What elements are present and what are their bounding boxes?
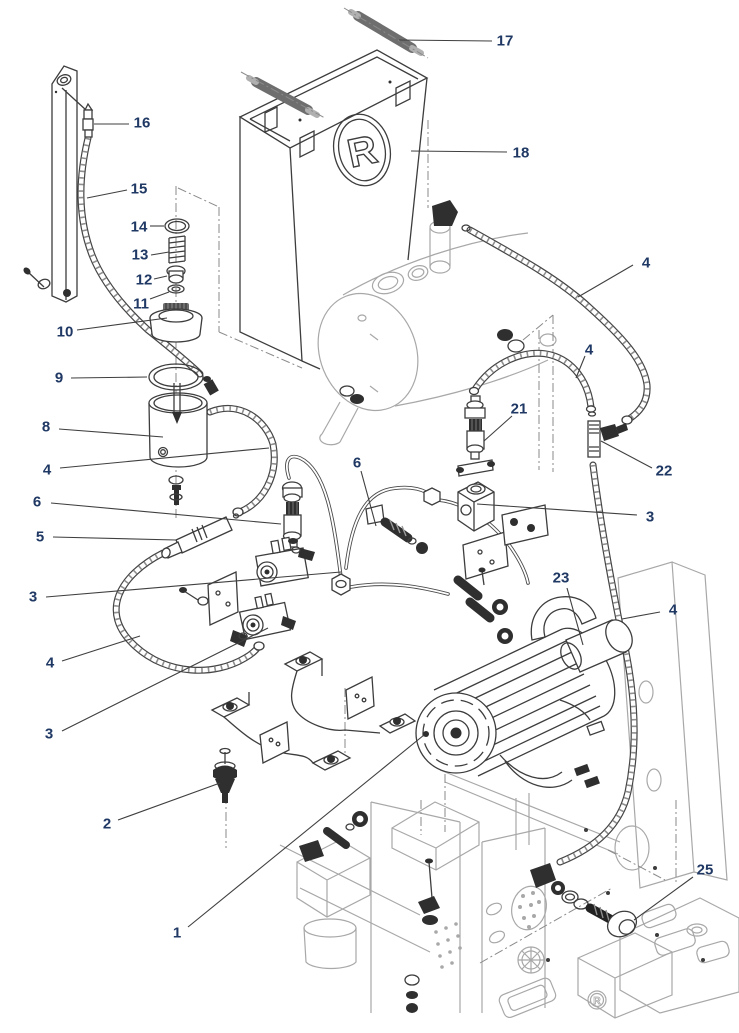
- leader-line-1: [187, 734, 425, 928]
- tank-logo-letter: R: [344, 127, 382, 176]
- callout-3: 3: [645, 508, 655, 526]
- leader-line-15: [86, 189, 128, 199]
- frame-logo-letter: R: [593, 996, 601, 1007]
- leader-line-12: [153, 275, 168, 280]
- leader-line-17: [398, 39, 493, 42]
- leader-line-9: [70, 376, 148, 379]
- callout-23: 23: [552, 569, 570, 587]
- valve-brackets: [179, 504, 549, 626]
- callout-1: 1: [172, 924, 182, 942]
- leader-line-13: [150, 251, 170, 256]
- leader-lines: [45, 39, 694, 928]
- callout-17: 17: [496, 32, 514, 50]
- leader-line-23: [566, 587, 584, 646]
- callout-4: 4: [641, 254, 651, 272]
- tank-rod-17a: [246, 75, 320, 118]
- part-3-solenoid-valve-3: [457, 481, 495, 532]
- pump-motor-assembly: [210, 596, 633, 803]
- machine-frame: R: [279, 561, 739, 1019]
- callout-4: 4: [45, 654, 55, 672]
- callout-4: 4: [42, 461, 52, 479]
- leader-line-21: [483, 415, 513, 442]
- part-3-solenoid-valve-2: [230, 592, 296, 647]
- callout-21: 21: [510, 400, 528, 418]
- callout-9: 9: [54, 369, 64, 387]
- part-8-cup: [148, 383, 208, 468]
- callout-4: 4: [668, 601, 678, 619]
- callout-22: 22: [655, 462, 673, 480]
- part-13-spring: [168, 235, 186, 264]
- part-14-oring: [164, 218, 190, 234]
- callout-6: 6: [32, 493, 42, 511]
- side-bar-bracket: [23, 65, 87, 303]
- cup-screw: [168, 475, 184, 505]
- leader-line-4: [621, 611, 661, 620]
- part-1-motor: [415, 596, 633, 789]
- callout-15: 15: [130, 180, 148, 198]
- leader-line-22: [600, 440, 653, 469]
- callout-8: 8: [41, 418, 51, 436]
- leader-line-4: [59, 447, 270, 469]
- callout-3: 3: [28, 588, 38, 606]
- leader-line-4: [61, 635, 141, 662]
- leader-line-3: [61, 627, 269, 732]
- callout-25: 25: [696, 861, 714, 879]
- leader-line-3: [45, 571, 342, 598]
- part-10-cap: [149, 303, 203, 343]
- callout-6: 6: [352, 454, 362, 472]
- callout-14: 14: [130, 218, 148, 236]
- leader-line-25: [633, 876, 694, 921]
- hoses: [81, 138, 647, 862]
- part-6-expansion-valve-left: [281, 481, 303, 548]
- callout-18: 18: [512, 144, 530, 162]
- leader-line-5: [52, 536, 177, 541]
- part-12-nut: [166, 265, 186, 284]
- leader-line-3: [476, 503, 638, 516]
- part-21-expansion-valve: [464, 395, 486, 460]
- callout-4: 4: [584, 341, 594, 359]
- leader-line-18: [410, 150, 508, 153]
- manifold-fittings: [288, 459, 513, 862]
- leader-line-6: [360, 470, 377, 527]
- leader-line-10: [76, 317, 168, 331]
- part-5-valve: [161, 516, 233, 559]
- callout-5: 5: [35, 528, 45, 546]
- callout-10: 10: [56, 323, 74, 341]
- part-16-fitting: [82, 102, 94, 138]
- callout-16: 16: [133, 114, 151, 132]
- callout-11: 11: [133, 295, 149, 313]
- leader-line-11: [149, 291, 170, 300]
- part-2-rubber-damper: [213, 747, 237, 803]
- leader-line-4: [575, 355, 586, 379]
- water-tank: R: [238, 9, 429, 370]
- callout-12: 12: [135, 271, 153, 289]
- leader-line-4: [577, 264, 634, 298]
- part-23-clamp: [530, 596, 597, 641]
- softener-stack: [82, 102, 208, 505]
- part-9-oring: [148, 363, 204, 391]
- callout-3: 3: [44, 725, 54, 743]
- motor-wires: [499, 699, 591, 788]
- leader-line-8: [58, 428, 164, 438]
- callout-2: 2: [102, 815, 112, 833]
- part-11-washer: [167, 284, 185, 294]
- pump-head: [560, 619, 633, 673]
- hose15-end-fitting: [203, 376, 211, 382]
- part-3-solenoid-valve-1: [255, 536, 315, 587]
- part-22-elbow-junction: [587, 420, 628, 458]
- callout-13: 13: [131, 246, 149, 264]
- leader-line-2: [117, 782, 221, 821]
- part-25-valve-knob: [530, 863, 638, 938]
- pump-mount-bracket: [210, 651, 417, 771]
- valve-manifold: [161, 395, 628, 862]
- leader-line-6: [50, 502, 282, 525]
